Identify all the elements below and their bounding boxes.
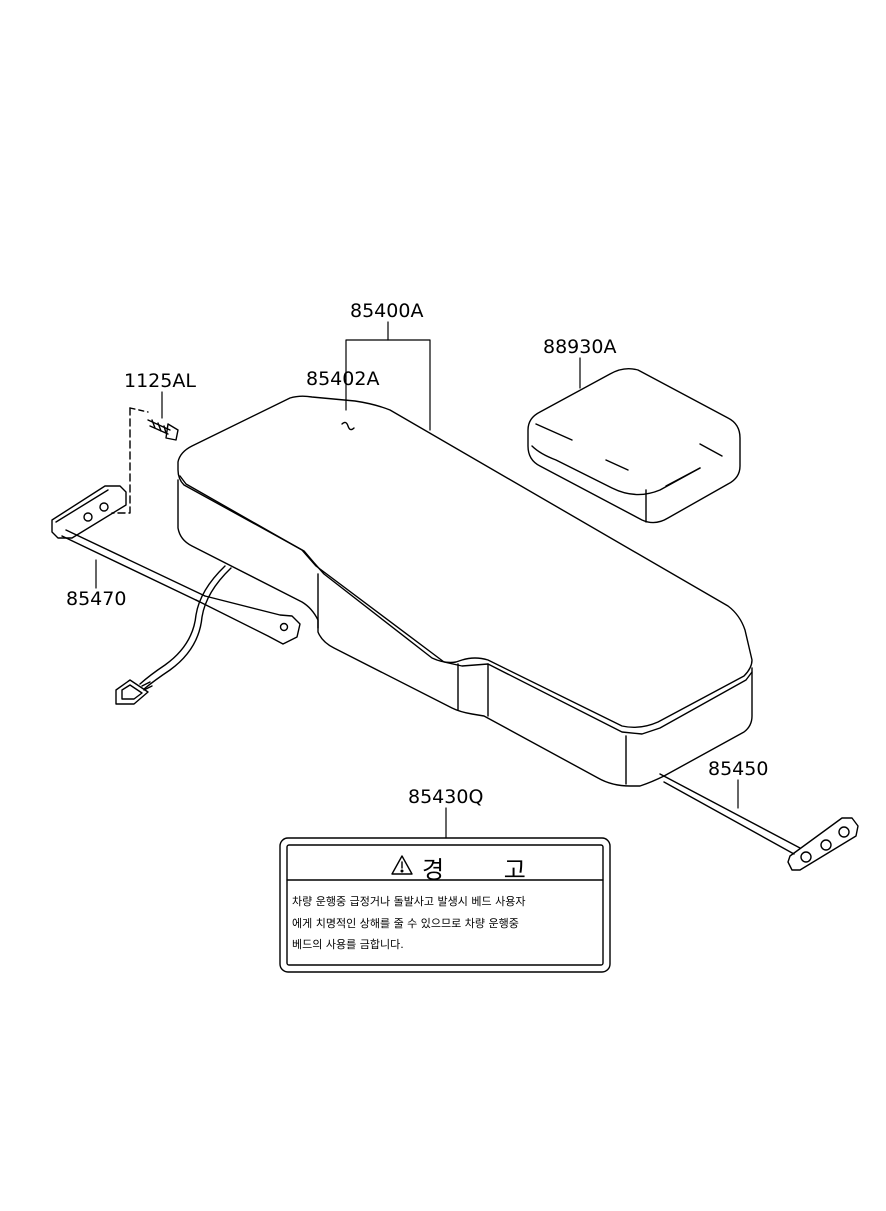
- label-1125AL: 1125AL: [124, 370, 196, 392]
- bolt-1125AL: [111, 407, 179, 514]
- label-88930A: 88930A: [543, 336, 617, 358]
- warning-line-2: 에게 치명적인 상해를 줄 수 있으므로 차량 운행중: [292, 917, 519, 930]
- warning-triangle-icon: [391, 855, 413, 875]
- leader-lines: [95, 321, 739, 839]
- right-rod-85450: [659, 773, 859, 871]
- warning-title: 경 고: [422, 856, 552, 884]
- label-85470: 85470: [66, 588, 127, 610]
- label-85400A: 85400A: [350, 300, 424, 322]
- main-cushion-85400A: [177, 395, 753, 787]
- label-85430Q: 85430Q: [408, 786, 484, 808]
- warning-line-1: 차량 운행중 급정거나 돌발사고 발생시 베드 사용자: [292, 895, 526, 908]
- warning-label-85430Q: [279, 837, 611, 973]
- left-rod-85470: [51, 485, 301, 645]
- label-85402A: 85402A: [306, 368, 380, 390]
- cable-connector: [115, 565, 232, 705]
- warning-line-3: 베드의 사용를 금합니다.: [292, 938, 404, 951]
- label-85450: 85450: [708, 758, 769, 780]
- pillow-88930A: [527, 367, 741, 524]
